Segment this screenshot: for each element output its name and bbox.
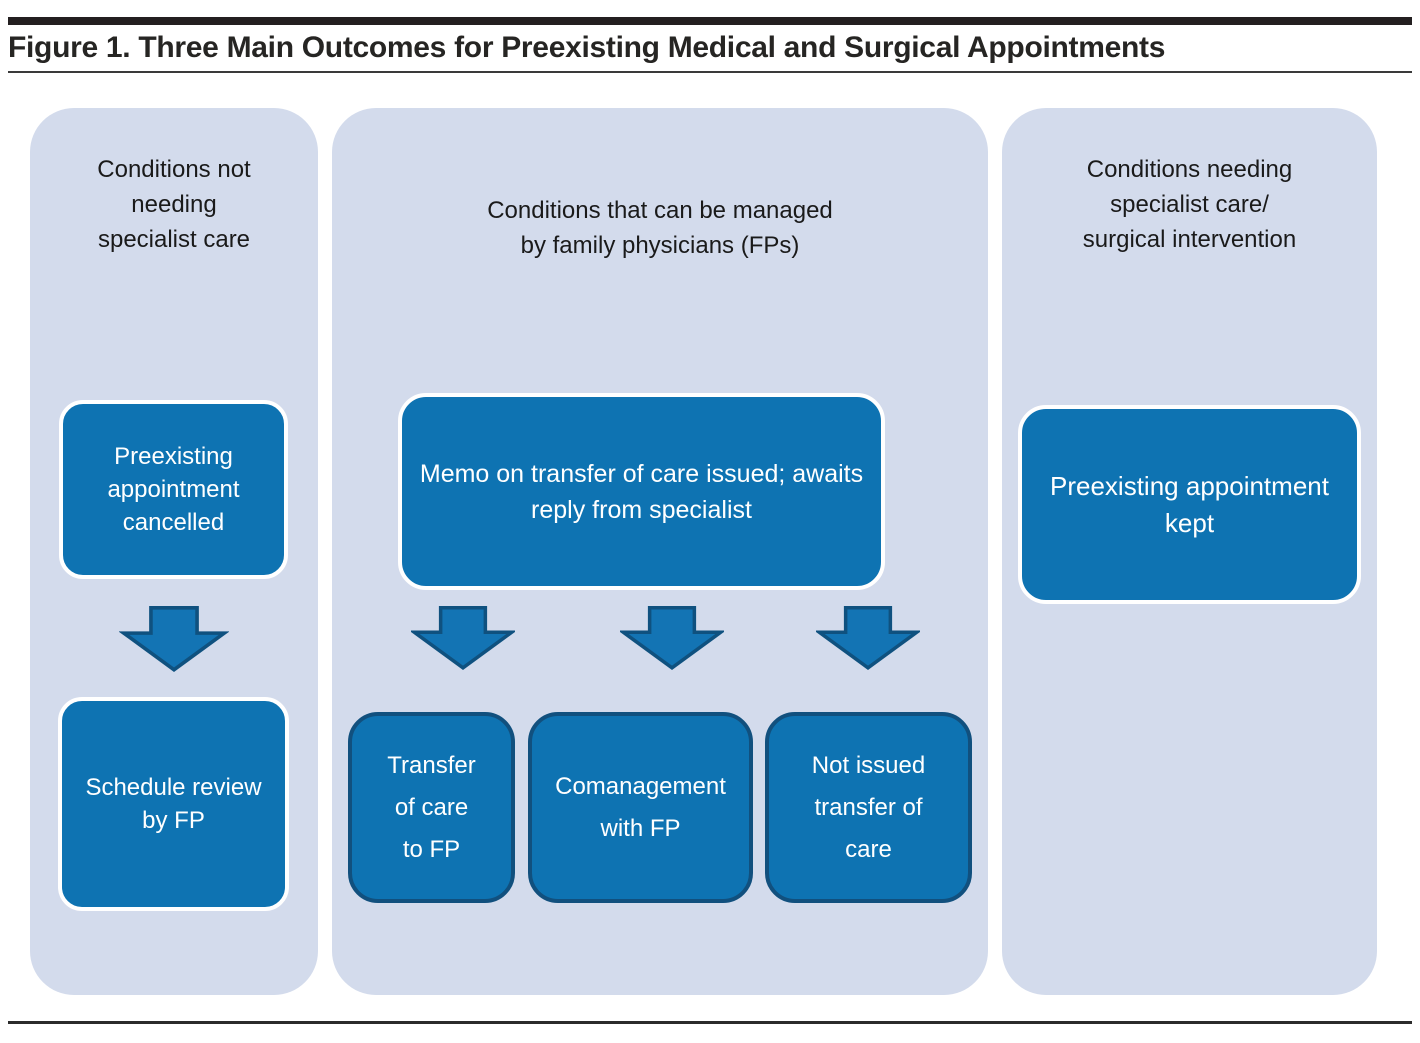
arrow-down-icon	[588, 606, 756, 670]
column-header: Conditions needing specialist care/ surg…	[1082, 156, 1297, 253]
box-preexisting-appointment-kept: Preexisting appointment kept	[1018, 405, 1361, 604]
box-label: Comanagement with FP	[555, 772, 726, 842]
box-not-issued-transfer-of-care: Not issued transfer of care	[765, 712, 972, 903]
title-underline	[8, 71, 1412, 73]
box-label: Memo on transfer of care issued; awaits …	[419, 459, 864, 524]
column-fp-managed: Conditions that can be managed by family…	[332, 108, 988, 995]
box-label: Preexisting appointment cancelled	[107, 443, 240, 536]
arrow-down-icon	[379, 606, 547, 670]
box-comanagement-with-fp: Comanagement with FP	[528, 712, 753, 903]
box-schedule-review-by-fp: Schedule review by FP	[58, 697, 289, 911]
column-specialist-needed: Conditions needing specialist care/ surg…	[1002, 108, 1377, 995]
title-top-bar	[8, 17, 1412, 25]
arrow-down-icon	[784, 606, 952, 670]
box-preexisting-appointment-cancelled: Preexisting appointment cancelled	[59, 400, 288, 579]
column-header: Conditions that can be managed by family…	[487, 197, 833, 259]
box-label: Schedule review by FP	[85, 774, 262, 834]
figure-title: Figure 1. Three Main Outcomes for Preexi…	[8, 31, 1166, 64]
box-transfer-of-care-to-fp: Transfer of care to FP	[348, 712, 515, 903]
arrow-down-icon	[30, 606, 318, 672]
bottom-rule	[8, 1021, 1412, 1024]
column-header: Conditions not needing specialist care	[97, 156, 251, 253]
column-no-specialist-care: Conditions not needing specialist care P…	[30, 108, 318, 995]
box-label: Preexisting appointment kept	[1050, 470, 1329, 538]
box-memo-transfer-of-care: Memo on transfer of care issued; awaits …	[398, 393, 885, 590]
box-label: Not issued transfer of care	[811, 751, 926, 863]
box-label: Transfer of care to FP	[387, 751, 476, 863]
